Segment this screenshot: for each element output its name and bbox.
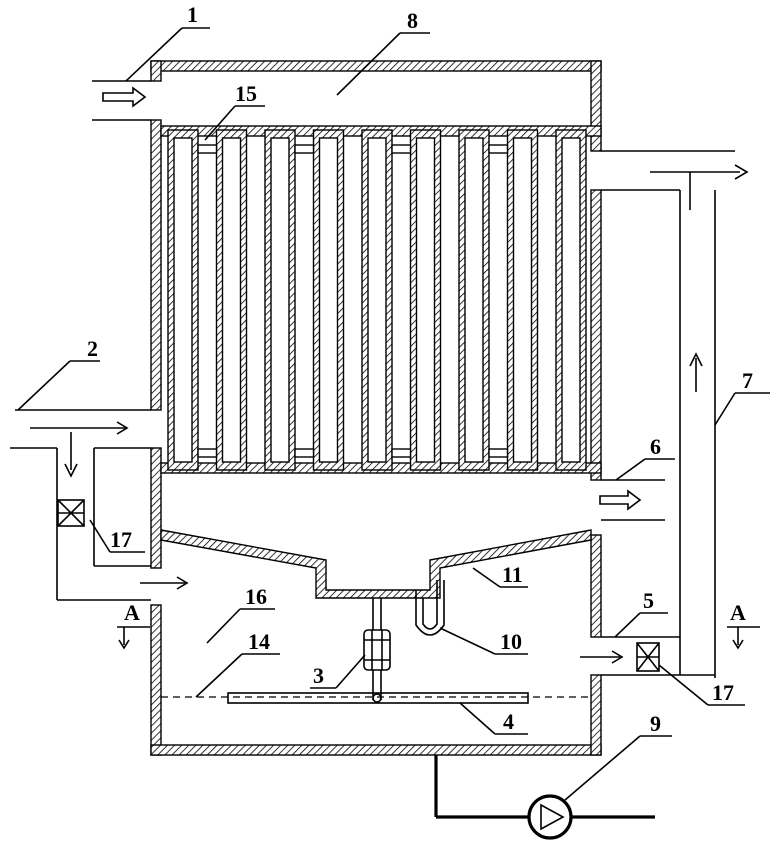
- tube-bore: [320, 138, 338, 462]
- section-mark-right: A: [730, 600, 746, 625]
- callout-17-right: 17: [712, 680, 734, 705]
- tube-spacer: [198, 145, 217, 153]
- tube-spacer: [198, 449, 217, 457]
- callout-6: 6: [650, 434, 661, 459]
- tube-spacer: [392, 145, 411, 153]
- leader-lines: [18, 28, 770, 800]
- inlet-pipe-1: [92, 81, 151, 120]
- callout-8: 8: [407, 8, 418, 33]
- callout-17-left: 17: [110, 527, 132, 552]
- tube-bore: [514, 138, 532, 462]
- tube-bore: [223, 138, 241, 462]
- drain-line: [436, 755, 655, 838]
- callout-14: 14: [248, 629, 270, 654]
- tube-spacer: [489, 145, 508, 153]
- pump-icon: [529, 796, 571, 838]
- top-outlet-pipe: [601, 151, 747, 678]
- tube-bore: [174, 138, 192, 462]
- section-marks: A A: [117, 600, 760, 648]
- callout-1: 1: [187, 2, 198, 27]
- callout-11: 11: [502, 562, 523, 587]
- tube-bore: [562, 138, 580, 462]
- callout-16: 16: [245, 584, 267, 609]
- agitator: [364, 598, 390, 702]
- heat-exchange-tubes: [168, 130, 586, 470]
- callout-7: 7: [742, 368, 753, 393]
- callout-5: 5: [643, 588, 654, 613]
- callout-10: 10: [500, 629, 522, 654]
- callout-2: 2: [87, 336, 98, 361]
- callout-3: 3: [313, 663, 324, 688]
- tube-bore: [417, 138, 435, 462]
- callout-15: 15: [235, 81, 257, 106]
- section-mark-left: A: [124, 600, 140, 625]
- tube-spacer: [295, 449, 314, 457]
- tube-spacer: [489, 449, 508, 457]
- tube-bore: [271, 138, 289, 462]
- callout-9: 9: [650, 711, 661, 736]
- outlet-pipe-6: [600, 480, 665, 520]
- tube-bore: [465, 138, 483, 462]
- tube-spacer: [392, 449, 411, 457]
- callout-4: 4: [503, 709, 514, 734]
- tube-bore: [368, 138, 386, 462]
- tube-spacer: [295, 145, 314, 153]
